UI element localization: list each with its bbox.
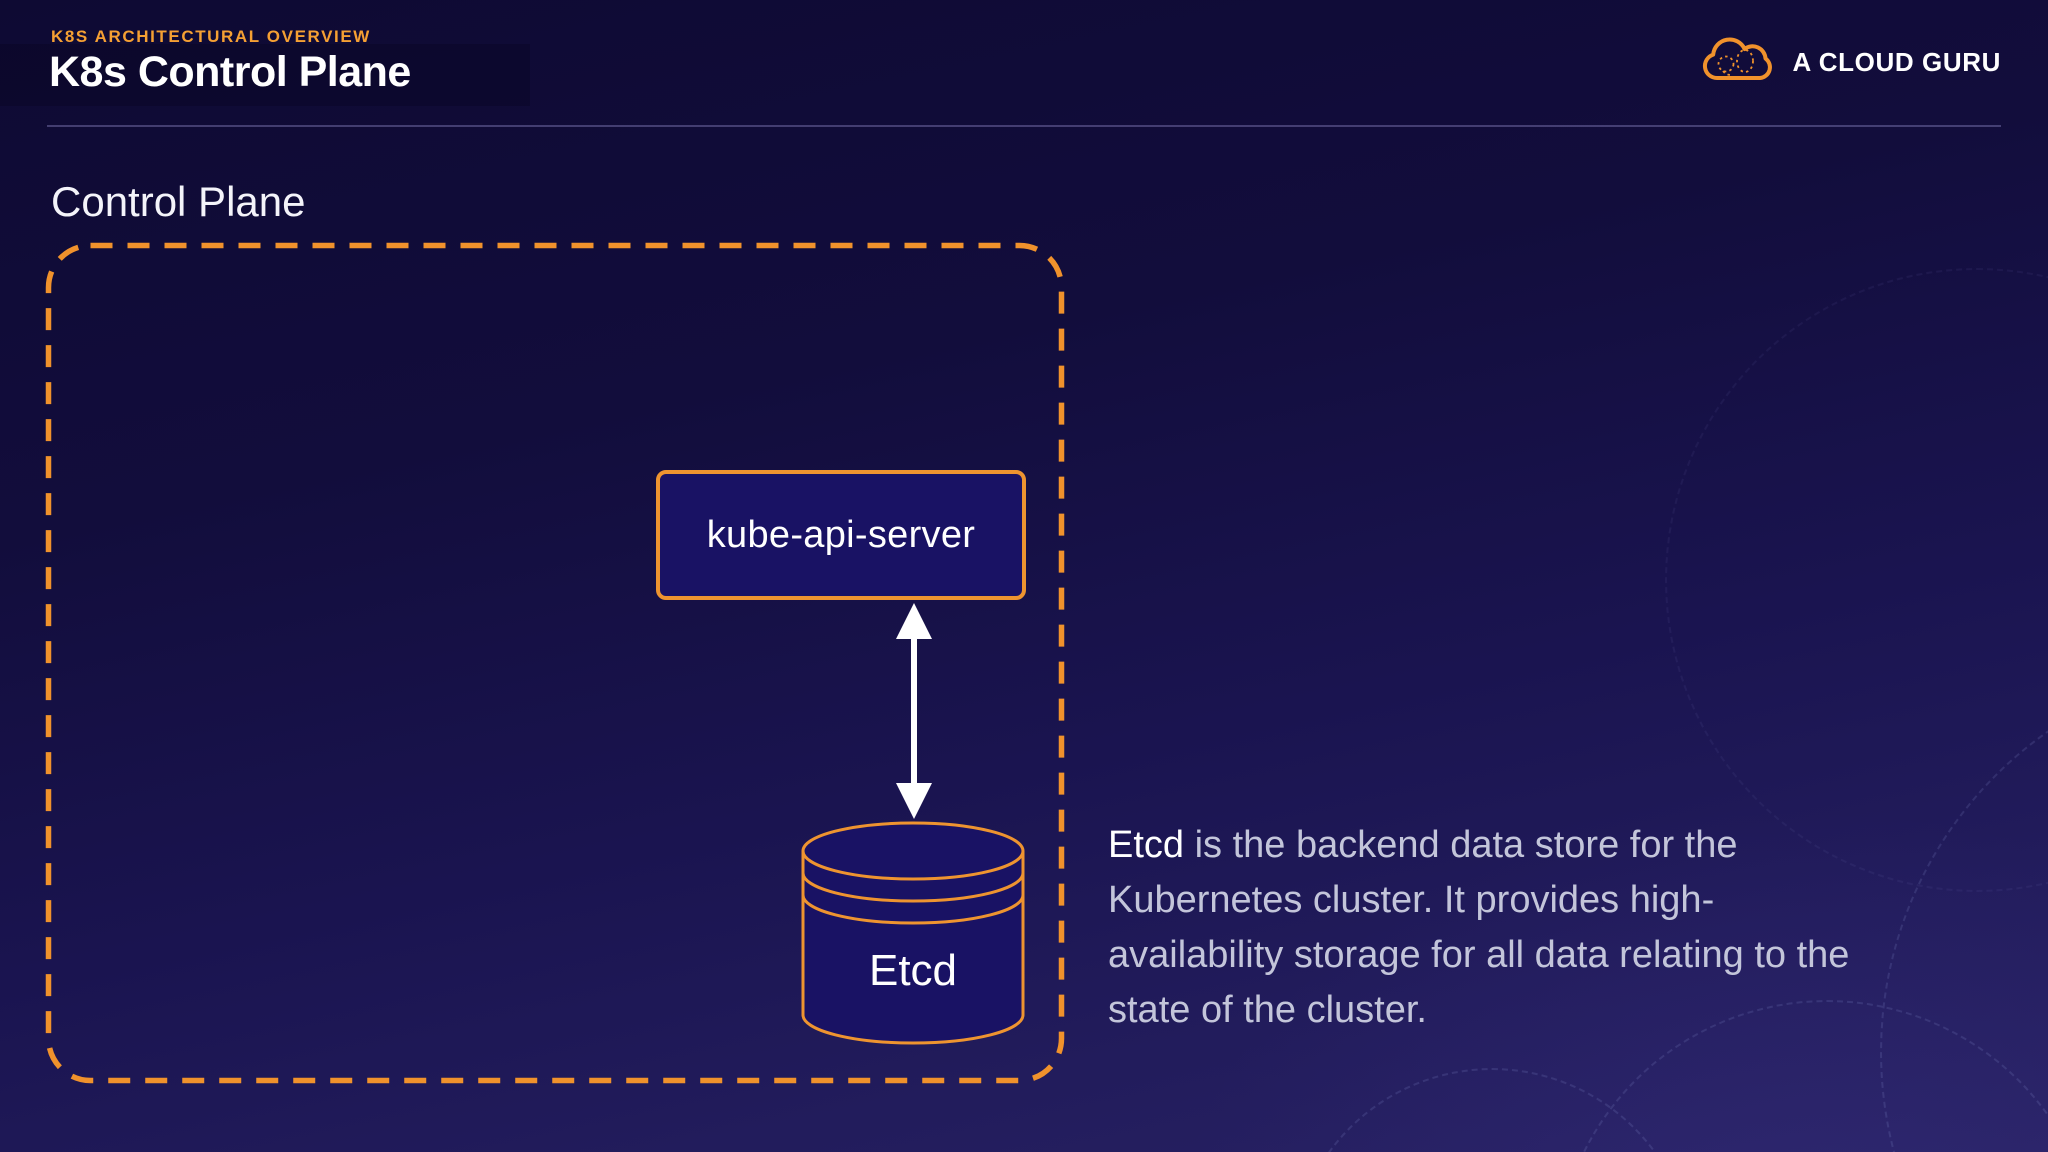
cloud-icon [1699,33,1777,92]
slide-eyebrow: K8S ARCHITECTURAL OVERVIEW [51,27,371,46]
description-lead: Etcd [1108,824,1185,866]
node-kube-api-server-label: kube-api-server [706,513,976,556]
description-line: Etcd is the backend data store for the [1108,824,1738,866]
brand-logo: A CLOUD GURU [1699,34,2001,90]
section-heading: Control Plane [51,178,306,225]
header-divider [47,125,2001,127]
node-etcd-label: Etcd [869,946,957,995]
node-etcd: Etcd [799,817,1027,1049]
bidirectional-arrow-icon [882,601,946,821]
brand-name: A CLOUD GURU [1792,46,2001,77]
description-line: state of the cluster. [1108,989,1427,1031]
description-line: Kubernetes cluster. It provides high- [1108,879,1715,921]
node-kube-api-server: kube-api-server [656,470,1026,600]
title-backdrop [0,44,530,106]
decorative-dashed-circle [1665,268,2048,892]
etcd-description: Etcd is the backend data store for the K… [1108,818,2028,1038]
description-line: availability storage for all data relati… [1108,934,1850,976]
control-plane-boundary [43,240,1067,1086]
page-title: K8s Control Plane [49,48,411,96]
